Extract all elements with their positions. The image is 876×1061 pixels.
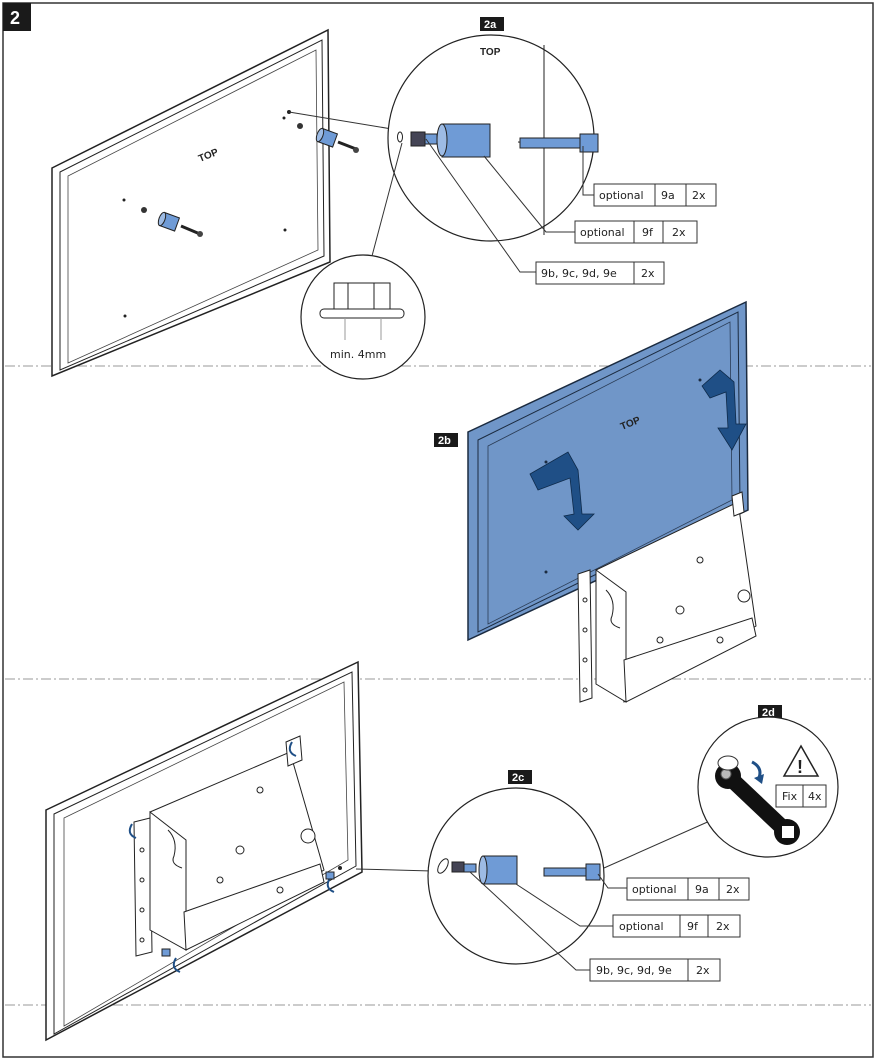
svg-text:Fix: Fix (782, 790, 798, 803)
callout-leaders-2c (469, 871, 627, 971)
svg-text:optional: optional (619, 920, 664, 933)
step-badge: 2 (3, 3, 31, 31)
bracket-mounted-2c (133, 735, 325, 957)
arrow-right-down (701, 369, 747, 451)
mount-clips-2c (128, 741, 335, 973)
leader-to-detail-2d (603, 819, 713, 869)
svg-text:9b, 9c, 9d, 9e: 9b, 9c, 9d, 9e (596, 964, 672, 977)
svg-text:!: ! (797, 757, 803, 777)
substep-badge-2d: 2d (758, 705, 782, 719)
substep-badge-2c: 2c (508, 770, 532, 784)
callout-2a-9f: optional 9f 2x (574, 220, 698, 244)
callout-2a-9a: optional 9a 2x (593, 183, 717, 207)
fix-badge: Fix 4x (775, 784, 827, 808)
svg-text:optional: optional (599, 189, 644, 202)
leader-to-detail-2a (288, 111, 399, 131)
callout-2c-9a: optional 9a 2x (626, 877, 750, 901)
leader-to-detail-2c (355, 868, 433, 872)
svg-text:optional: optional (632, 883, 677, 896)
wall-bracket-2b (577, 491, 757, 703)
callout-2a-9b-9e: 9b, 9c, 9d, 9e 2x (535, 261, 665, 285)
callout-2c-9f: optional 9f 2x (612, 914, 741, 938)
svg-text:2x: 2x (726, 883, 740, 896)
screen-back-2a: TOP (51, 28, 331, 378)
svg-text:2x: 2x (716, 920, 730, 933)
svg-text:optional: optional (580, 226, 625, 239)
svg-text:2d: 2d (762, 707, 775, 719)
svg-text:9b, 9c, 9d, 9e: 9b, 9c, 9d, 9e (541, 267, 617, 280)
svg-text:2x: 2x (696, 964, 710, 977)
svg-text:9f: 9f (687, 920, 699, 933)
detail-circle-2c (427, 787, 605, 965)
svg-text:2x: 2x (692, 189, 706, 202)
washer-detail-circle: min. 4mm (300, 254, 426, 380)
svg-text:2b: 2b (438, 435, 451, 447)
svg-text:4x: 4x (808, 790, 822, 803)
svg-text:2x: 2x (641, 267, 655, 280)
svg-text:2x: 2x (672, 226, 686, 239)
arrow-left-down (529, 451, 595, 531)
leader-to-washer (371, 142, 403, 257)
detail-circle-2a: TOP (387, 34, 599, 242)
callout-2c-9b-9e: 9b, 9c, 9d, 9e 2x (589, 958, 721, 982)
step-number: 2 (10, 8, 20, 28)
bolts-2c (161, 866, 342, 957)
wrench-icon (715, 763, 800, 845)
warning-icon: ! (782, 744, 820, 777)
washer-note: min. 4mm (330, 348, 386, 361)
bolt-set-middle-left (122, 198, 203, 237)
svg-text:2a: 2a (484, 19, 497, 31)
detail-circle-2d: ! Fix 4x (697, 716, 839, 858)
svg-text:9a: 9a (695, 883, 709, 896)
svg-text:9a: 9a (661, 189, 675, 202)
substep-badge-2b: 2b (434, 433, 458, 447)
substep-badge-2a: 2a (480, 17, 504, 31)
svg-text:2c: 2c (512, 772, 524, 784)
svg-text:9f: 9f (642, 226, 654, 239)
callout-leaders-2a (425, 138, 594, 273)
detail-top-label: TOP (480, 47, 501, 58)
